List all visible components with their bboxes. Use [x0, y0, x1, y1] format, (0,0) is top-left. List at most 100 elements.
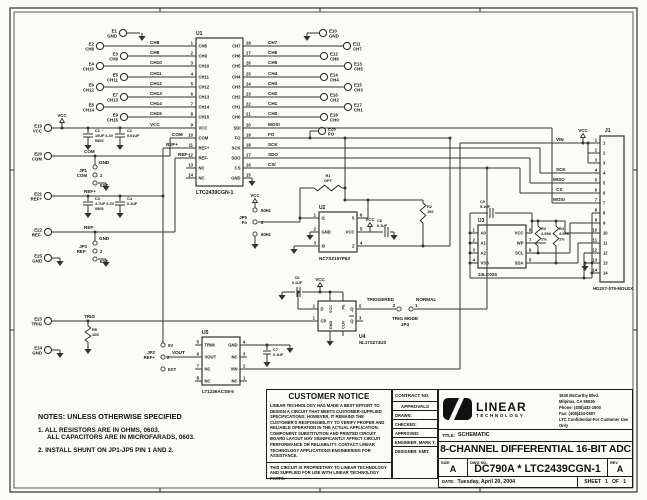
turret-net: CH2 — [330, 98, 339, 103]
pin-name: CH15 — [199, 115, 210, 120]
pin-number: 2 — [313, 304, 316, 309]
junction-dot — [530, 219, 534, 223]
turret-ref: E16 — [330, 92, 338, 97]
j1-pin-number: 12 — [592, 248, 597, 253]
j1-pin-number: 4 — [595, 168, 598, 173]
pin-name: NC — [231, 355, 237, 360]
resistor-ref: R5 — [92, 327, 98, 332]
net-label: CS/ — [268, 162, 276, 167]
pin-name: CH11 — [199, 75, 210, 80]
j1-pin-number: 5 — [595, 178, 598, 183]
turret-net: REF- — [32, 233, 43, 238]
pin-name: A0 — [481, 231, 487, 236]
pin-number: 10 — [188, 133, 193, 138]
net-label: REF+ — [84, 189, 96, 194]
turret-e17 — [343, 102, 353, 112]
turret-net: CH7 — [353, 47, 362, 52]
junction-dot — [582, 276, 586, 280]
turret-net: CH12 — [83, 88, 95, 93]
title-block: LINEAR TECHNOLOGY 1630 McCarthy Blvd. Mi… — [438, 389, 633, 488]
turret-net: CH15 — [107, 118, 119, 123]
turret-e22 — [43, 227, 53, 237]
turret-e12 — [319, 51, 329, 61]
pin-name: GND — [228, 343, 237, 348]
approvals-table: CONTRACT NO. APPROVALS DRAWN: CHECKED: A… — [392, 389, 438, 479]
jumper-option: EXT — [100, 259, 109, 264]
capacitor-value: 4.7UF 6.3V — [95, 202, 115, 206]
notes-item: 1. ALL RESISTORS ARE IN OHMS, 0603. — [38, 427, 160, 434]
junction-dot — [468, 251, 472, 255]
capacitor-ref: C8 — [377, 219, 382, 223]
pin-name: A2 — [481, 251, 487, 256]
jumper-option: 2 — [100, 173, 103, 178]
pin-number: 6 — [360, 213, 363, 218]
turret-ref: E3 — [113, 51, 119, 56]
company-name: LINEAR — [476, 399, 527, 414]
resistor-ref: R2 — [427, 204, 433, 209]
resistor-tolerance: 1% — [559, 236, 565, 241]
approvals-row: DESIGNER: KMIT. — [395, 448, 430, 454]
pin-number: 5 — [191, 82, 194, 87]
ic-u2 — [318, 211, 358, 253]
junction-dot — [366, 198, 370, 202]
j1-pin-number: 11 — [593, 238, 598, 243]
pin-name: VCC — [329, 305, 333, 313]
resistor-value: OPT — [324, 178, 333, 183]
junction-dot — [590, 261, 594, 265]
j1-pin-number: 13 — [592, 258, 597, 263]
pin-number: 21 — [246, 112, 251, 117]
ic-u1-ref: U1 — [196, 31, 203, 37]
customer-notice: CUSTOMER NOTICE LINEAR TECHNOLOGY HAS MA… — [266, 389, 392, 481]
junction-dot — [328, 290, 332, 294]
ground-icon — [290, 249, 298, 254]
net-label: TRIGGERED — [367, 297, 395, 302]
ground-icon — [390, 235, 398, 240]
approvals-row: CHECKED: — [393, 420, 437, 429]
vcc-label: VCC — [57, 113, 67, 118]
j1-pin-number: 1 — [603, 141, 606, 146]
pin-number: 17 — [246, 153, 251, 158]
junction-dot — [298, 216, 302, 220]
net-label: SDO — [268, 152, 278, 157]
net-label: MISO — [553, 177, 565, 182]
resistor-r2 — [419, 202, 427, 224]
net-label: CH14 — [150, 101, 162, 106]
pin-name: CH2 — [232, 95, 241, 100]
junction-dot — [421, 244, 425, 248]
turret-ref: E11 — [353, 41, 361, 46]
net-label: CH9 — [150, 50, 160, 55]
vcc-arrow-icon — [316, 281, 324, 287]
pin-name: VOUT — [205, 355, 217, 360]
pin-name: CH3 — [232, 85, 241, 90]
divider — [267, 461, 391, 463]
turret-e11 — [342, 41, 352, 51]
turret-net: VCC — [33, 129, 43, 134]
junction-dot — [554, 219, 558, 223]
rev-value: A — [616, 464, 624, 475]
pin-name: REF- — [199, 156, 209, 161]
pin-name: CH9 — [199, 54, 208, 59]
jumper-pin — [408, 306, 414, 312]
turret-ref: E18 — [330, 112, 338, 117]
ground-icon — [56, 353, 64, 358]
pin-number: 13 — [188, 163, 193, 168]
vcc-arrow-icon — [366, 221, 374, 227]
turret-ref: E13 — [354, 61, 362, 66]
drawing-title: 8-CHANNEL DIFFERENTIAL 16-BIT ADC — [440, 444, 631, 456]
jumper-option: EXT — [100, 183, 109, 188]
turret-e6 — [95, 82, 105, 92]
resistor-ref: R1 — [326, 173, 332, 178]
pin-number: 7 — [191, 102, 194, 107]
capacitor-ref: C1 — [95, 129, 100, 133]
ic-u4-part: NL17SZ74US — [359, 340, 386, 345]
junction-dot — [265, 343, 269, 347]
ground-icon — [286, 348, 294, 353]
ic-u4-ref: U4 — [359, 334, 366, 340]
turret-e24 — [43, 345, 53, 355]
net-label: SCK — [268, 142, 278, 147]
j1-pin-number: 4 — [603, 171, 606, 176]
ic-u5-ref: U5 — [202, 330, 209, 336]
turret-e21 — [43, 191, 53, 201]
